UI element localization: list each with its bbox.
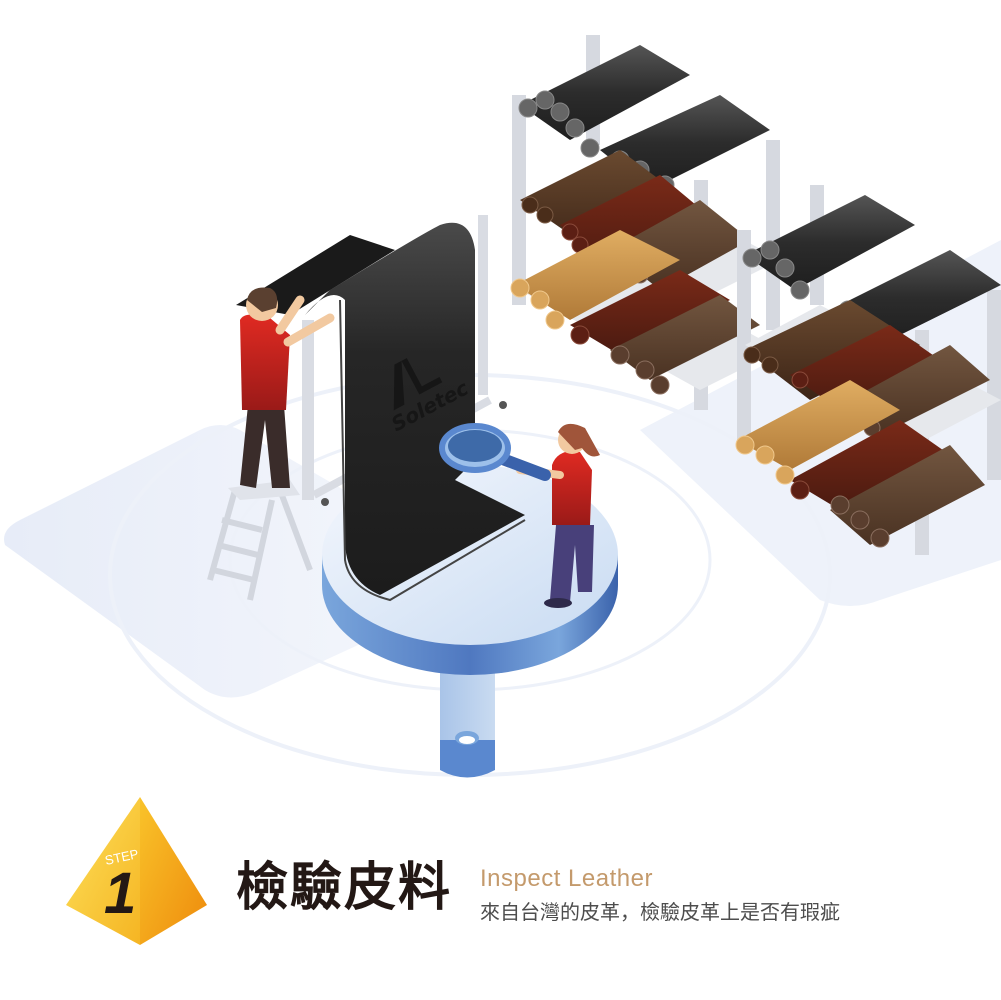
step-pyramid-badge: STEP 1 — [66, 797, 207, 945]
worker-on-ladder — [207, 287, 335, 601]
step-number: 1 — [104, 861, 136, 926]
step-title: 檢驗皮料 — [236, 858, 453, 918]
magnifying-glass-icon — [439, 423, 551, 481]
step-caption: STEP 1 — [0, 790, 1001, 960]
step-label: STEP — [104, 846, 140, 868]
ladder — [207, 488, 313, 601]
inspector-with-magnifier — [439, 423, 600, 608]
leather-roll-rack-back — [510, 35, 780, 410]
step-subtitle: Inspect Leather — [480, 865, 653, 892]
step-description: 來自台灣的皮革，檢驗皮革上是否有瑕疵 — [480, 900, 840, 924]
leather-roll-rack-front — [735, 185, 1001, 555]
